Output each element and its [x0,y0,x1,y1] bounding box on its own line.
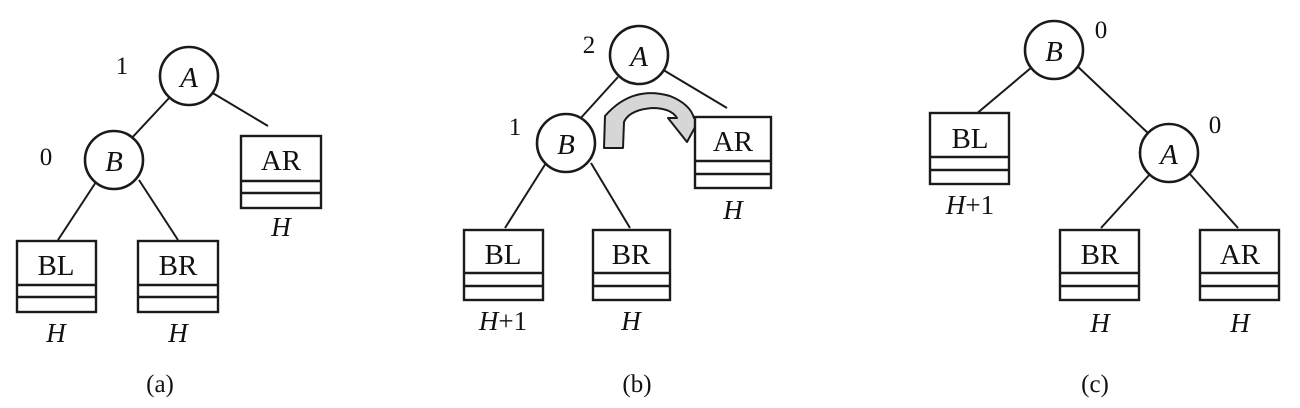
edge-a-to-br [1100,172,1152,229]
subtree-height: H [620,306,642,336]
subtree-box [136,239,220,314]
subtree-label: AR [713,126,754,158]
edge-a-to-ar [659,67,728,109]
subtree-height: H+1 [478,306,527,336]
subtree-label: BL [37,250,74,282]
subtree-label: BR [159,250,198,282]
subtree-label: AR [1220,239,1261,271]
node-b: B [1023,19,1085,81]
subtree-bl: BL [462,228,545,302]
node-label: A [1158,139,1178,171]
subtree-label: AR [261,145,302,177]
subtree-height: H [45,318,67,348]
subtree-box [1198,228,1281,302]
subtree-box [693,115,773,190]
balance-factor: 0 [1209,112,1222,139]
subtree-height: H [722,195,744,225]
panel-caption: (b) [622,371,651,398]
node-circle [158,45,220,107]
node-a: A [608,24,670,86]
node-circle [1138,122,1200,184]
balance-factor: 1 [116,53,129,80]
subtree-box [15,239,98,314]
subtree-height: H [1229,308,1251,338]
edge-b-to-bl [974,66,1033,116]
subtree-height: H [270,212,292,242]
edge-a-to-b [128,96,171,142]
edge-a-to-ar [210,91,269,127]
subtree-bl: BL [928,111,1011,186]
subtree-bl: BL [15,239,98,314]
subtree-box [591,228,672,302]
balance-factor: 2 [583,32,596,59]
subtree-ar: AR [239,134,323,210]
node-label: A [178,62,198,94]
edge-a-to-b [578,76,619,121]
edge-a-to-ar [1188,172,1239,229]
subtree-box [239,134,323,210]
subtree-box [1058,228,1141,302]
subtree-label: BL [484,239,521,271]
subtree-height: H [167,318,189,348]
subtree-br: BR [1058,228,1141,302]
edge-b-to-br [590,162,631,229]
panel-b: A 2 B 1 AR H BL H+1 BR [462,24,773,398]
rotation-arrow-icon [603,92,701,149]
subtree-label: BR [612,239,651,271]
node-a: A [1138,122,1200,184]
node-label: B [105,146,123,178]
node-label: B [1045,36,1063,68]
node-circle [535,112,597,174]
subtree-box [928,111,1011,186]
node-b: B [535,112,597,174]
balance-factor: 0 [1095,17,1108,44]
subtree-ar: AR [693,115,773,190]
subtree-box [462,228,545,302]
node-b: B [83,129,145,191]
subtree-height: H [1089,308,1111,338]
node-label: A [628,41,648,73]
balance-factor: 1 [509,114,522,141]
node-circle [608,24,670,86]
node-circle [1023,19,1085,81]
balance-factor: 0 [40,144,53,171]
subtree-label: BR [1081,239,1120,271]
node-label: B [557,129,575,161]
panel-a: A 1 B 0 AR H BL H BR [15,45,323,398]
panel-caption: (c) [1081,371,1109,398]
subtree-br: BR [591,228,672,302]
edge-b-to-bl [504,162,547,229]
subtree-ar: AR [1198,228,1281,302]
edge-b-to-br [138,179,179,241]
panel-c: B 0 A 0 BL H+1 BR H AR [928,17,1281,398]
subtree-label: BL [951,123,988,155]
subtree-height: H+1 [945,190,994,220]
node-circle [83,129,145,191]
edge-b-to-bl [57,181,97,241]
panel-caption: (a) [146,371,174,398]
subtree-br: BR [136,239,220,314]
node-a: A [158,45,220,107]
edge-b-to-a [1074,63,1151,136]
